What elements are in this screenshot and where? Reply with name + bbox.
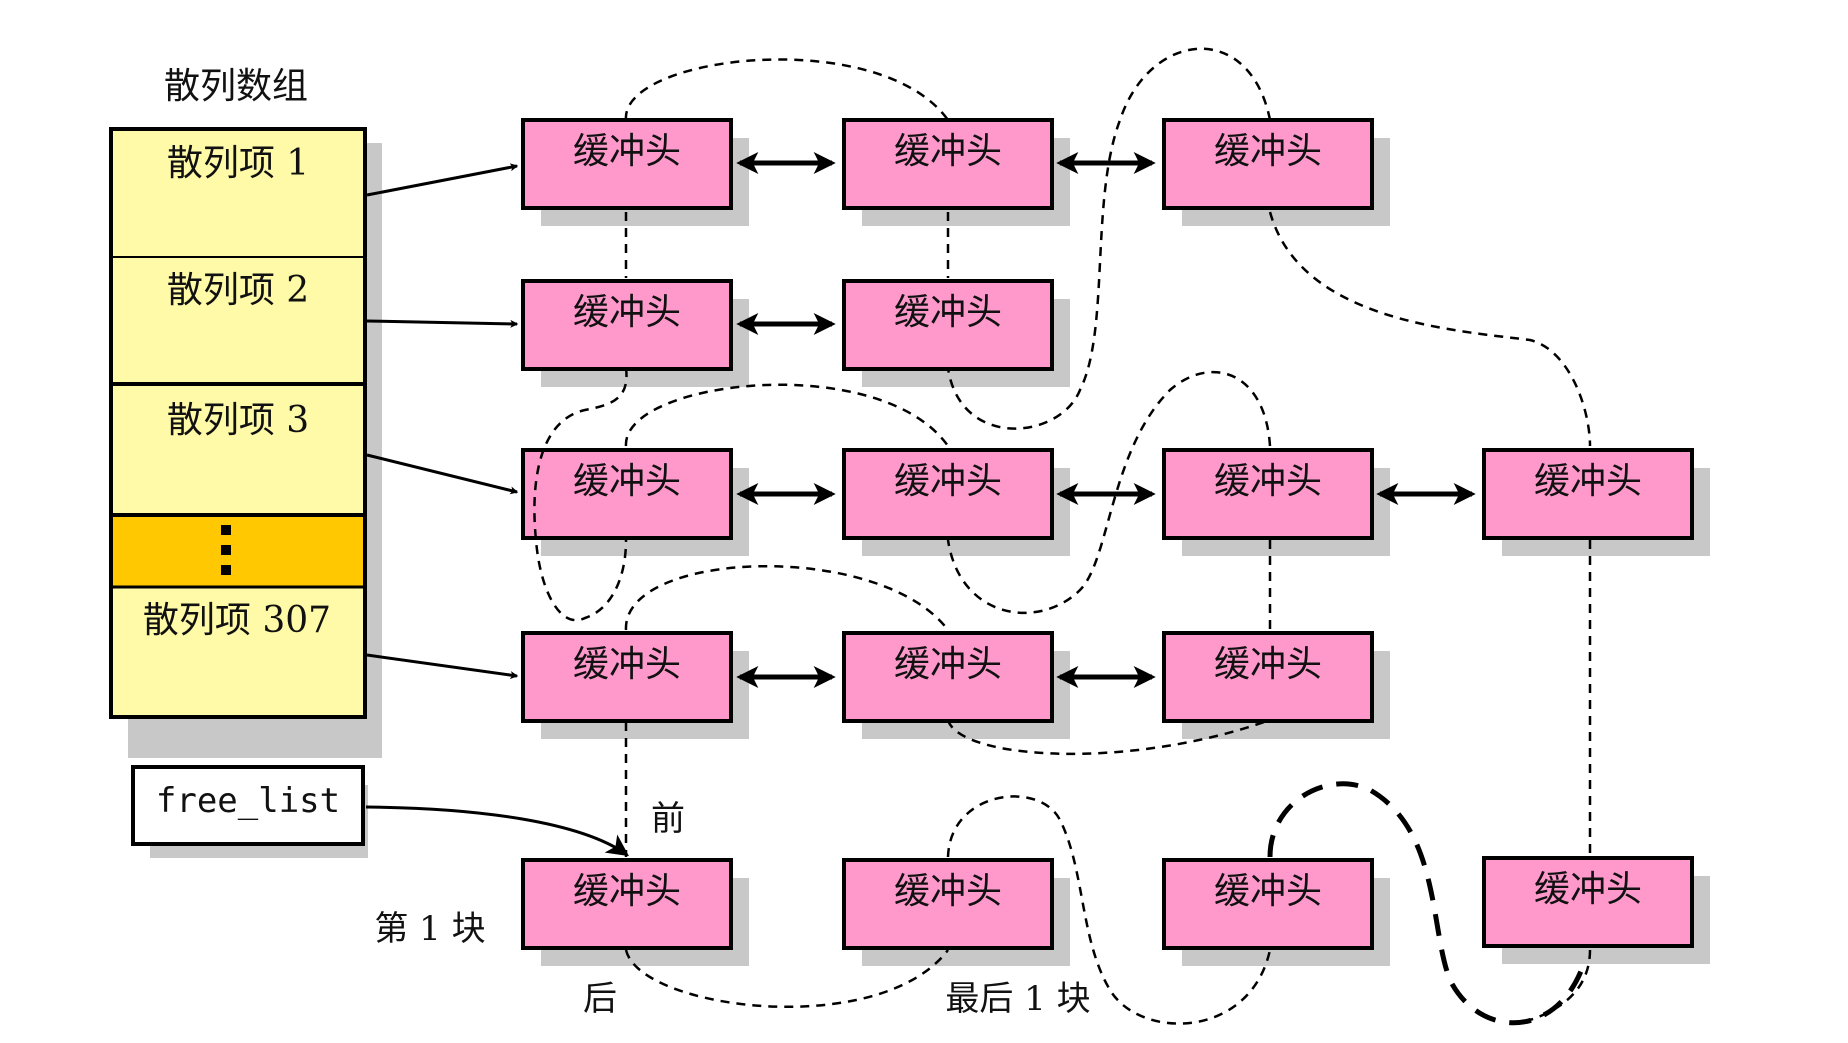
buffer-head-label: 缓冲头	[573, 461, 681, 502]
buffer-head-r5-c2: 缓冲头	[842, 858, 1070, 966]
buffer-head-r2-c2: 缓冲头	[842, 279, 1070, 387]
buffer-head-r2-c1: 缓冲头	[521, 279, 749, 387]
buffer-head-label: 缓冲头	[1534, 869, 1642, 910]
buffer-head-label: 缓冲头	[573, 644, 681, 685]
buffer-head-box	[1162, 858, 1374, 950]
free-list-box	[131, 765, 365, 846]
buffer-head-r3-c1: 缓冲头	[521, 448, 749, 556]
ellipsis-icon	[221, 525, 231, 575]
buffer-head-r4-c2: 缓冲头	[842, 631, 1070, 739]
buffer-head-label: 缓冲头	[894, 292, 1002, 333]
buffer-head-r5-c3: 缓冲头	[1162, 858, 1390, 966]
buffer-head-box	[1162, 448, 1374, 540]
free-list-links	[533, 47, 1592, 1025]
buffer-head-box	[521, 279, 733, 371]
buffer-head-box	[521, 631, 733, 723]
buffer-head-label: 缓冲头	[573, 131, 681, 172]
buffer-head-r5-c1: 缓冲头	[521, 858, 749, 966]
buffer-head-box	[1482, 448, 1694, 540]
hash-item-3-arrow	[366, 453, 519, 495]
buffer-head-r3-c4: 缓冲头	[1482, 448, 1710, 556]
buffer-head-r1-c2: 缓冲头	[842, 118, 1070, 226]
buffer-head-box	[842, 279, 1054, 371]
buffer-head-box	[842, 631, 1054, 723]
hash-array-box	[109, 127, 367, 719]
free-list-thick-link	[1267, 781, 1588, 1026]
buffer-head-label: 缓冲头	[1534, 461, 1642, 502]
hash-array-ellipsis-cell	[113, 515, 363, 587]
buffer-head-r4-c1: 缓冲头	[521, 631, 749, 739]
hash-pointers	[365, 163, 630, 857]
buffer-heads: 缓冲头缓冲头缓冲头缓冲头缓冲头缓冲头缓冲头缓冲头缓冲头缓冲头缓冲头缓冲头缓冲头缓…	[521, 118, 1710, 966]
last-block-label: 最后 1 块	[945, 979, 1090, 1019]
hash-item-307-arrow	[366, 653, 519, 680]
buffer-head-label: 缓冲头	[1214, 871, 1322, 912]
buffer-head-label: 缓冲头	[894, 461, 1002, 502]
buffer-head-r5-c4: 缓冲头	[1482, 856, 1710, 964]
buffer-head-label: 缓冲头	[894, 644, 1002, 685]
first-block-label: 第 1 块	[374, 909, 485, 949]
buffer-head-box	[521, 448, 733, 540]
buffer-head-label: 缓冲头	[573, 292, 681, 333]
buffer-head-r1-c3: 缓冲头	[1162, 118, 1390, 226]
hash-item-3: 散列项 3	[167, 400, 309, 441]
buffer-head-box	[1162, 118, 1374, 210]
free-list: free_list	[131, 765, 368, 858]
buffer-head-box	[521, 118, 733, 210]
buffer-head-box	[842, 448, 1054, 540]
buffer-head-label: 缓冲头	[1214, 131, 1322, 172]
buffer-head-r4-c3: 缓冲头	[1162, 631, 1390, 739]
hash-item-2-arrow	[366, 319, 519, 328]
free-list-arrow	[365, 805, 630, 857]
buffer-head-box	[521, 858, 733, 950]
free-list-label: free_list	[156, 781, 340, 821]
buffer-head-label: 缓冲头	[1214, 644, 1322, 685]
buffer-head-label: 缓冲头	[894, 131, 1002, 172]
hash-item-307: 散列项 307	[143, 600, 331, 641]
buffer-head-box	[1482, 856, 1694, 948]
hash-item-2: 散列项 2	[167, 270, 309, 311]
hash-chain-links	[736, 152, 1476, 688]
buffer-head-r1-c1: 缓冲头	[521, 118, 749, 226]
buffer-head-label: 缓冲头	[894, 871, 1002, 912]
hash-array: 散列项 1 散列项 2 散列项 3 散列项 307	[109, 127, 382, 758]
front-label: 前	[651, 799, 685, 839]
buffer-head-box	[842, 858, 1054, 950]
hash-array-title: 散列数组	[164, 66, 308, 107]
buffer-head-r3-c3: 缓冲头	[1162, 448, 1390, 556]
buffer-head-label: 缓冲头	[573, 871, 681, 912]
hash-item-1: 散列项 1	[167, 143, 309, 184]
buffer-head-label: 缓冲头	[1214, 461, 1322, 502]
hash-item-1-arrow	[366, 163, 519, 197]
buffer-head-box	[1162, 631, 1374, 723]
buffer-head-r3-c2: 缓冲头	[842, 448, 1070, 556]
buffer-head-box	[842, 118, 1054, 210]
back-label: 后	[583, 979, 617, 1019]
